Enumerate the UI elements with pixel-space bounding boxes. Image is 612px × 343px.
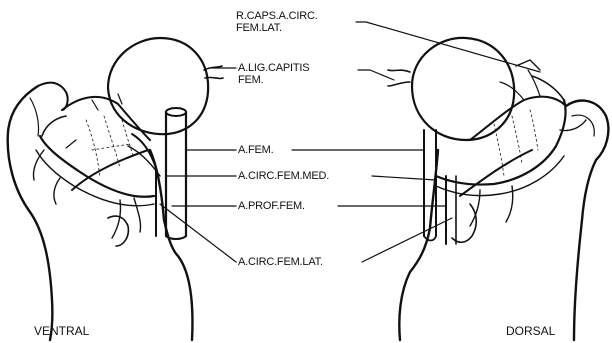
label-leader-lines — [160, 22, 540, 262]
caption-ventral: VENTRAL — [34, 324, 89, 338]
label-a-prof-fem: A.PROF.FEM. — [238, 200, 305, 212]
label-r-caps-circ-fem-lat-line1: R.CAPS.A.CIRC. — [236, 10, 318, 22]
dorsal-femur-drawing — [388, 38, 608, 340]
label-a-circ-fem-lat: A.CIRC.FEM.LAT. — [238, 256, 323, 268]
label-a-fem: A.FEM. — [238, 144, 273, 156]
caption-dorsal: DORSAL — [506, 324, 555, 338]
label-r-caps-circ-fem-lat-line2: FEM.LAT. — [236, 22, 282, 34]
label-a-lig-capitis-line1: A.LIG.CAPITIS — [238, 62, 309, 74]
label-a-circ-fem-med: A.CIRC.FEM.MED. — [238, 170, 329, 182]
label-a-lig-capitis-line2: FEM. — [238, 74, 263, 86]
ventral-femur-drawing — [8, 38, 223, 340]
